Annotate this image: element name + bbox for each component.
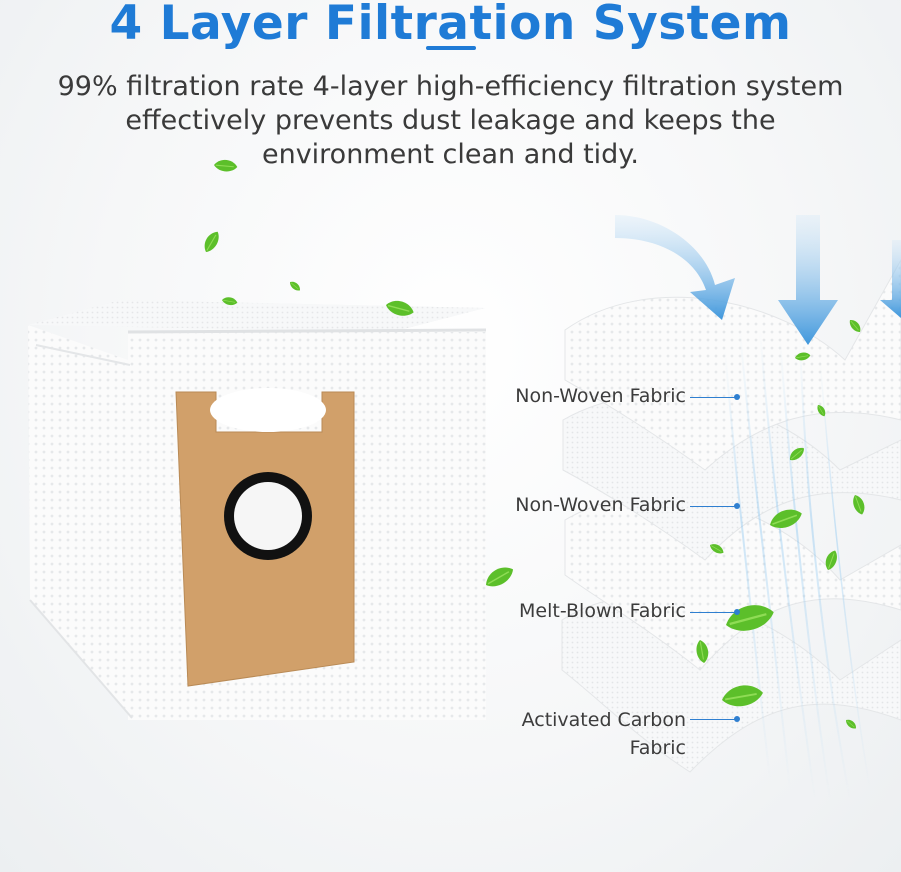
layer-label-4: Activated Carbon Fabric: [440, 709, 686, 759]
layer-label-2: Non-Woven Fabric: [515, 494, 686, 516]
leader-line-1: [690, 397, 736, 398]
leader-dot-3: [734, 609, 740, 615]
filter-layers: [561, 258, 901, 773]
subtitle: 99% filtration rate 4-layer high-efficie…: [57, 71, 844, 170]
leader-line-2: [690, 506, 736, 507]
dust-bag: [28, 300, 487, 720]
leader-dot-4: [734, 716, 740, 722]
leader-dot-2: [734, 503, 740, 509]
leader-line-3: [690, 612, 736, 613]
leader-line-4: [690, 719, 736, 720]
title: 4 Layer Filtration System: [109, 0, 792, 51]
layer-label-1: Non-Woven Fabric: [515, 385, 686, 407]
airflow-arrow-icon: [615, 215, 901, 345]
title-underline: [426, 46, 476, 50]
layer-label-4-line1: Activated Carbon: [521, 709, 686, 731]
layer-label-4-line2: Fabric: [629, 737, 686, 759]
layer-label-3: Melt-Blown Fabric: [519, 600, 686, 622]
leader-dot-1: [734, 394, 740, 400]
filter-layer-1: [564, 258, 901, 471]
